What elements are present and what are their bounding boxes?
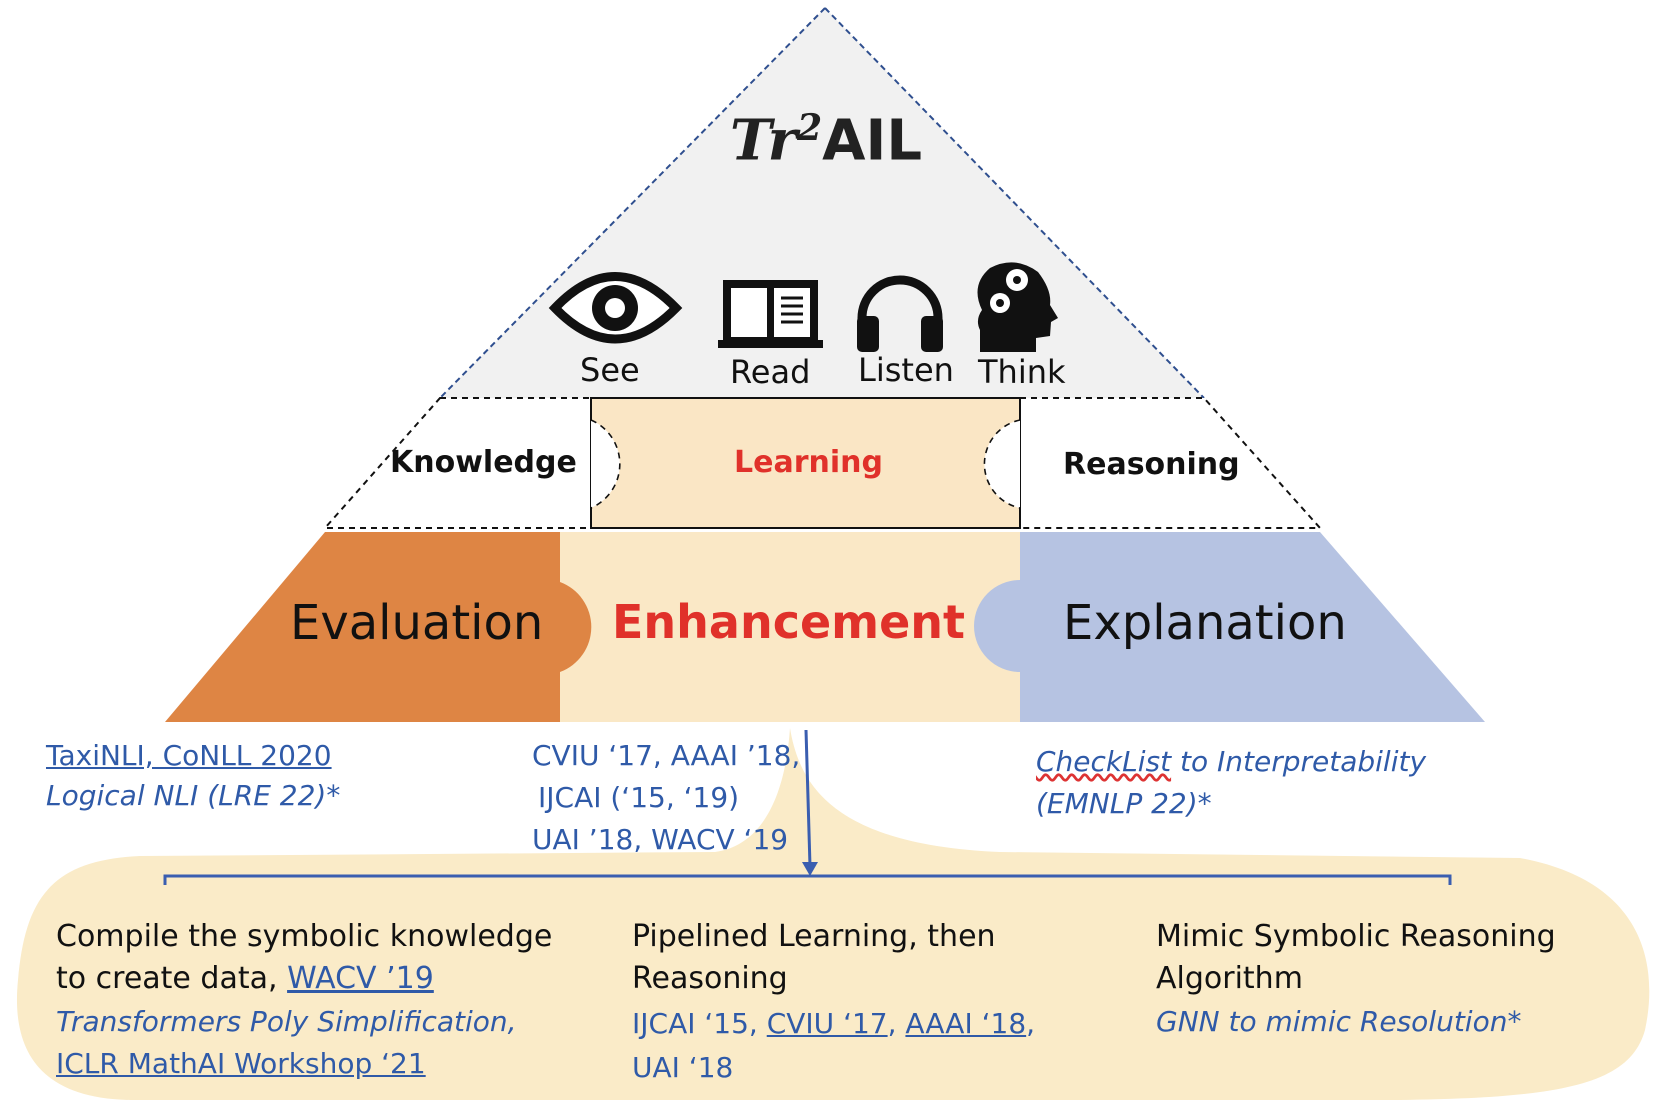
learning-left-notch	[590, 419, 621, 509]
reasoning-block	[1019, 397, 1323, 529]
evaluation-label: Evaluation	[290, 595, 544, 651]
diagram-title: Tr2AIL	[730, 107, 923, 174]
learning-block	[590, 397, 1021, 529]
apex-triangle	[440, 8, 1204, 398]
ref-checklist: CheckList to Interpretability	[1036, 745, 1427, 778]
title-tr: Tr	[730, 107, 798, 174]
ref-taxinli[interactable]: TaxiNLI, CoNLL 2020	[46, 739, 332, 772]
capability-label-see: See	[580, 351, 640, 389]
col2-aaai-link[interactable]: AAAI ‘18	[905, 1007, 1027, 1040]
explanation-tab	[974, 580, 1020, 672]
enhancement-arrow-head	[802, 862, 818, 876]
col2-line1: Pipelined Learning, then	[632, 919, 996, 954]
title-ail: AIL	[822, 108, 923, 174]
summary-bubble	[16, 728, 1650, 1100]
col2-sep: ,	[887, 1007, 906, 1040]
ref-center-line3: UAI ’18, WACV ‘19	[532, 823, 789, 856]
col3-line2: Algorithm	[1156, 961, 1303, 996]
col2-ijcai: IJCAI ‘15,	[632, 1007, 767, 1040]
col3-line1: Mimic Symbolic Reasoning	[1156, 919, 1556, 954]
summary-bracket	[163, 874, 1452, 885]
col2-line3: IJCAI ‘15, CVIU ‘17, AAAI ‘18,	[632, 1007, 1036, 1040]
col1-wacv-link[interactable]: WACV ’19	[287, 961, 434, 996]
ref-checklist-word: CheckList	[1036, 745, 1172, 778]
ref-center-line1: CVIU ‘17, AAAI ’18,	[532, 739, 801, 772]
col2-cviu-link[interactable]: CVIU ‘17	[766, 1007, 888, 1040]
apex-right-edge	[824, 7, 1205, 399]
col1-line3: Transformers Poly Simplification,	[56, 1005, 517, 1038]
title-superscript: 2	[797, 107, 823, 149]
col1-line2-text: to create data,	[56, 961, 288, 996]
headphones-icon	[857, 275, 943, 352]
explanation-block	[1020, 532, 1485, 722]
col3-line3: GNN to mimic Resolution*	[1156, 1005, 1522, 1038]
capability-label-listen: Listen	[858, 351, 954, 389]
book-icon	[718, 280, 823, 348]
ref-checklist-rest: to Interpretability	[1171, 745, 1427, 778]
capability-label-read: Read	[730, 353, 811, 391]
enhancement-label: Enhancement	[612, 595, 966, 649]
learning-right-notch	[983, 419, 1021, 509]
ref-center-line2: IJCAI (‘15, ‘19)	[538, 781, 740, 814]
enhancement-arrow-line	[804, 729, 812, 867]
col1-line2: to create data, WACV ’19	[56, 961, 434, 997]
eye-icon	[548, 272, 683, 344]
ref-logical-nli: Logical NLI (LRE 22)*	[46, 779, 341, 812]
explanation-label: Explanation	[1063, 595, 1347, 651]
apex-left-edge	[439, 7, 826, 399]
reasoning-label: Reasoning	[1063, 447, 1240, 482]
enhancement-block	[560, 532, 1020, 722]
col1-iclr-link[interactable]: ICLR MathAI Workshop ‘21	[56, 1047, 426, 1080]
capability-label-think: Think	[978, 353, 1066, 391]
col1-line1: Compile the symbolic knowledge	[56, 919, 553, 954]
head-gears-icon	[977, 262, 1058, 352]
evaluation-block	[165, 532, 560, 722]
knowledge-label: Knowledge	[390, 445, 577, 480]
col2-comma: ,	[1026, 1007, 1036, 1040]
ref-emnlp: (EMNLP 22)*	[1036, 787, 1212, 820]
col2-line4: UAI ‘18	[632, 1051, 734, 1084]
learning-label: Learning	[734, 445, 883, 480]
evaluation-tab	[560, 582, 592, 672]
col2-line2: Reasoning	[632, 961, 788, 996]
